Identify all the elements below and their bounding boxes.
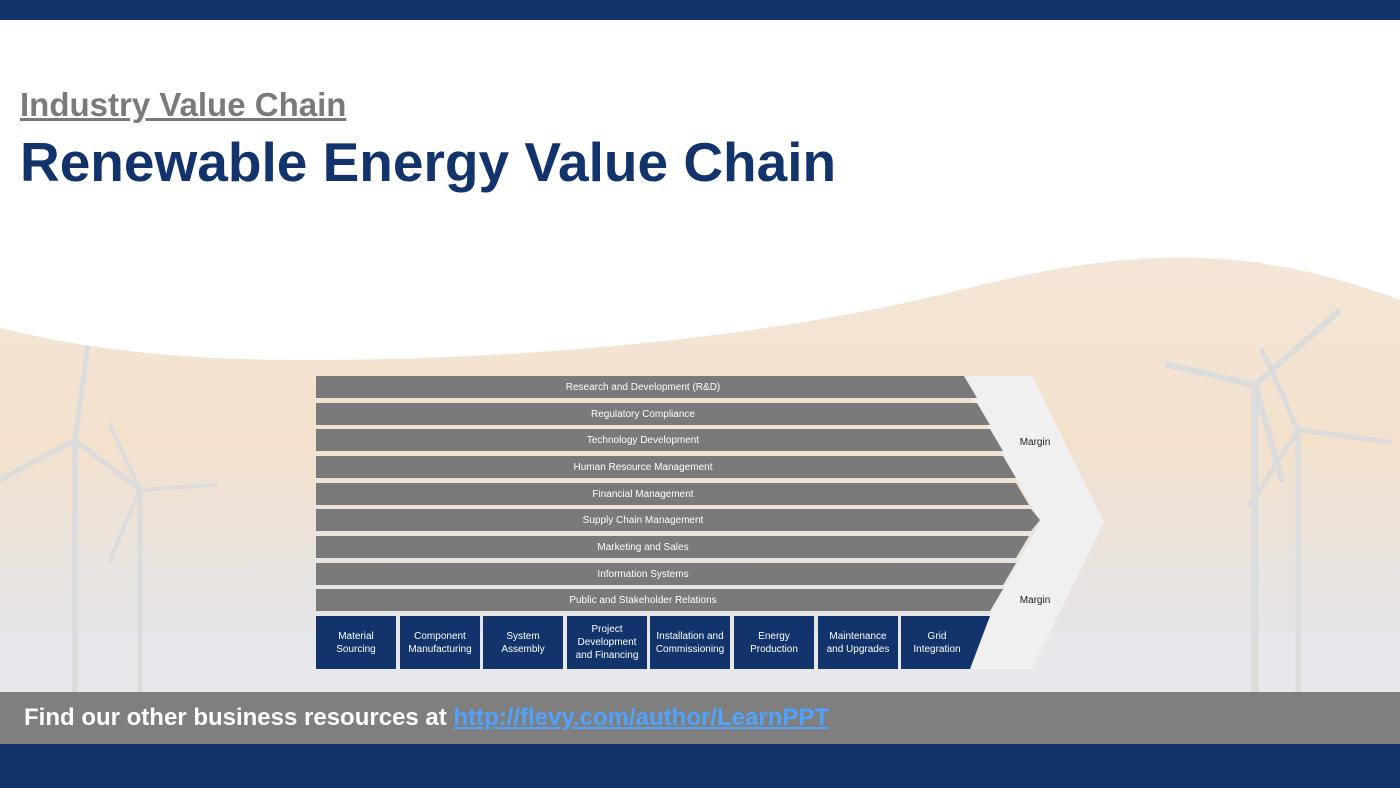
primary-label: Energy Production	[750, 630, 798, 655]
support-label-technology: Technology Development	[586, 435, 700, 446]
support-label-stakeholder: Public and Stakeholder Relations	[569, 595, 717, 606]
margin-label-bottom: Margin	[1019, 595, 1051, 606]
support-bar	[316, 509, 1040, 531]
primary-label: Component Manufacturing	[408, 630, 472, 655]
support-bar	[316, 589, 1003, 611]
margin-label-top: Margin	[1019, 437, 1051, 448]
support-bar	[316, 376, 977, 398]
primary-label: Material Sourcing	[336, 630, 376, 655]
support-bar	[316, 429, 1003, 451]
primary-box-system-assembly: System Assembly	[483, 616, 563, 669]
support-bars	[316, 376, 1040, 611]
grid-integration-box-shape	[901, 616, 990, 669]
footer-label: Find our other business resources at	[24, 704, 454, 731]
support-label-supply-chain: Supply Chain Management	[582, 515, 704, 526]
slide-subtitle: Industry Value Chain	[20, 86, 347, 123]
primary-box-maintenance: Maintenance and Upgrades	[818, 616, 898, 669]
support-label-rnd: Research and Development (R&D)	[565, 382, 721, 393]
footer-band	[0, 692, 1400, 744]
support-bar	[316, 536, 1029, 558]
footer-link[interactable]: http://flevy.com/author/LearnPPT	[453, 704, 830, 731]
primary-box-component-manufacturing: Component Manufacturing	[400, 616, 480, 669]
support-bar	[316, 456, 1016, 478]
support-label-info-systems: Information Systems	[597, 569, 689, 580]
margin-chevron	[960, 376, 1104, 669]
primary-box-energy-production: Energy Production	[734, 616, 814, 669]
footer-text: Find our other business resources at htt…	[24, 704, 829, 732]
primary-label: Maintenance and Upgrades	[826, 630, 890, 655]
primary-box-material-sourcing: Material Sourcing	[316, 616, 396, 669]
primary-label: Project Development and Financing	[575, 624, 639, 661]
support-label-regulatory: Regulatory Compliance	[591, 409, 695, 420]
primary-box-grid-integration: Grid Integration	[901, 616, 973, 669]
primary-box-installation: Installation and Commissioning	[650, 616, 730, 669]
support-label-financial: Financial Management	[592, 489, 694, 500]
primary-label: System Assembly	[501, 630, 545, 655]
primary-label: Grid Integration	[913, 630, 961, 655]
slide-title: Renewable Energy Value Chain	[20, 131, 837, 193]
top-bar	[0, 0, 1400, 20]
support-label-marketing: Marketing and Sales	[597, 542, 689, 553]
support-bar	[316, 483, 1029, 505]
primary-box-project-development: Project Development and Financing	[567, 616, 647, 669]
support-bar	[316, 563, 1016, 585]
bottom-bar	[0, 744, 1400, 788]
primary-label: Installation and Commissioning	[655, 630, 725, 655]
support-bar	[316, 403, 990, 425]
support-label-hr: Human Resource Management	[573, 462, 713, 473]
